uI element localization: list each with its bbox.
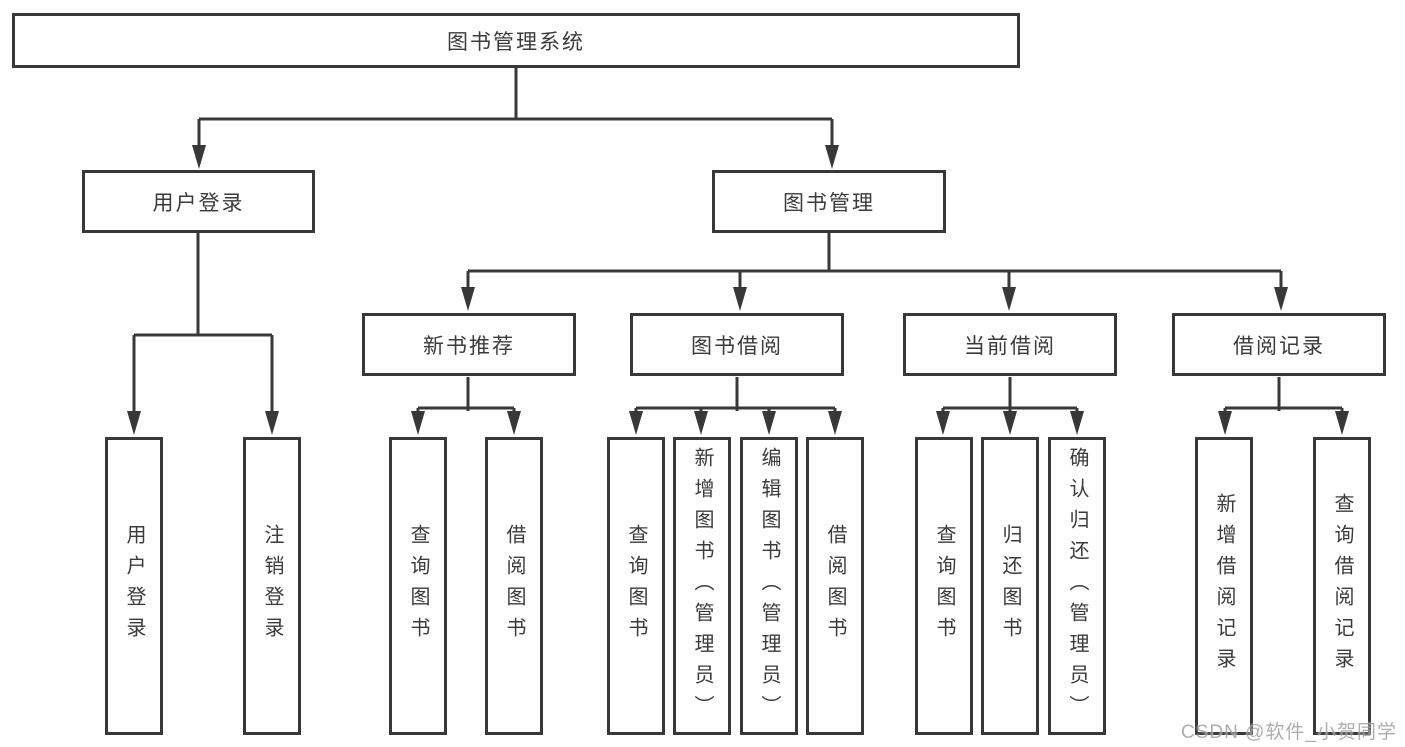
leaf-nbr-query-books: 查询图书 bbox=[389, 437, 447, 735]
node-new-book-recommend-label: 新书推荐 bbox=[423, 334, 515, 358]
leaf-cb-confirm-return: 确认归还（管理员） bbox=[1048, 437, 1106, 735]
leaf-br-query-record: 查询借阅记录 bbox=[1313, 437, 1371, 735]
node-book-management: 图书管理 bbox=[712, 170, 946, 233]
node-borrow-records: 借阅记录 bbox=[1172, 313, 1386, 376]
node-root: 图书管理系统 bbox=[12, 13, 1020, 68]
leaf-br-add-record-label: 新增借阅记录 bbox=[1213, 493, 1235, 679]
leaf-bb-query-books: 查询图书 bbox=[607, 437, 665, 735]
node-root-label: 图书管理系统 bbox=[447, 30, 585, 54]
leaf-bb-query-books-label: 查询图书 bbox=[625, 524, 647, 648]
leaf-bb-add-books-label: 新增图书（管理员） bbox=[691, 446, 713, 726]
node-book-borrow: 图书借阅 bbox=[630, 313, 844, 376]
node-current-borrow-label: 当前借阅 bbox=[964, 334, 1056, 358]
node-current-borrow: 当前借阅 bbox=[903, 313, 1117, 376]
leaf-logout: 注销登录 bbox=[243, 437, 301, 735]
leaf-nbr-query-books-label: 查询图书 bbox=[407, 524, 429, 648]
leaf-cb-confirm-return-label: 确认归还（管理员） bbox=[1066, 446, 1088, 726]
leaf-bb-edit-books: 编辑图书（管理员） bbox=[740, 437, 798, 735]
csdn-watermark: CSDN @软件_小贺同学 bbox=[1181, 722, 1397, 743]
node-book-borrow-label: 图书借阅 bbox=[691, 334, 783, 358]
leaf-cb-query-books-label: 查询图书 bbox=[933, 524, 955, 648]
leaf-br-add-record: 新增借阅记录 bbox=[1195, 437, 1253, 735]
node-borrow-records-label: 借阅记录 bbox=[1233, 334, 1325, 358]
leaf-nbr-borrow-books: 借阅图书 bbox=[485, 437, 543, 735]
leaf-nbr-borrow-books-label: 借阅图书 bbox=[503, 524, 525, 648]
node-book-management-label: 图书管理 bbox=[783, 191, 875, 215]
leaf-cb-query-books: 查询图书 bbox=[915, 437, 973, 735]
node-new-book-recommend: 新书推荐 bbox=[362, 313, 576, 376]
leaf-bb-edit-books-label: 编辑图书（管理员） bbox=[758, 446, 780, 726]
leaf-cb-return-books-label: 归还图书 bbox=[999, 524, 1021, 648]
node-user-login-label: 用户登录 bbox=[152, 191, 245, 215]
leaf-bb-borrow-books: 借阅图书 bbox=[806, 437, 864, 735]
leaf-bb-add-books: 新增图书（管理员） bbox=[673, 437, 731, 735]
leaf-br-query-record-label: 查询借阅记录 bbox=[1331, 493, 1353, 679]
leaf-bb-borrow-books-label: 借阅图书 bbox=[824, 524, 846, 648]
leaf-user-login: 用户登录 bbox=[105, 437, 163, 735]
leaf-cb-return-books: 归还图书 bbox=[981, 437, 1039, 735]
leaf-user-login-label: 用户登录 bbox=[123, 524, 145, 648]
node-user-login: 用户登录 bbox=[82, 170, 315, 233]
leaf-logout-label: 注销登录 bbox=[261, 524, 283, 648]
